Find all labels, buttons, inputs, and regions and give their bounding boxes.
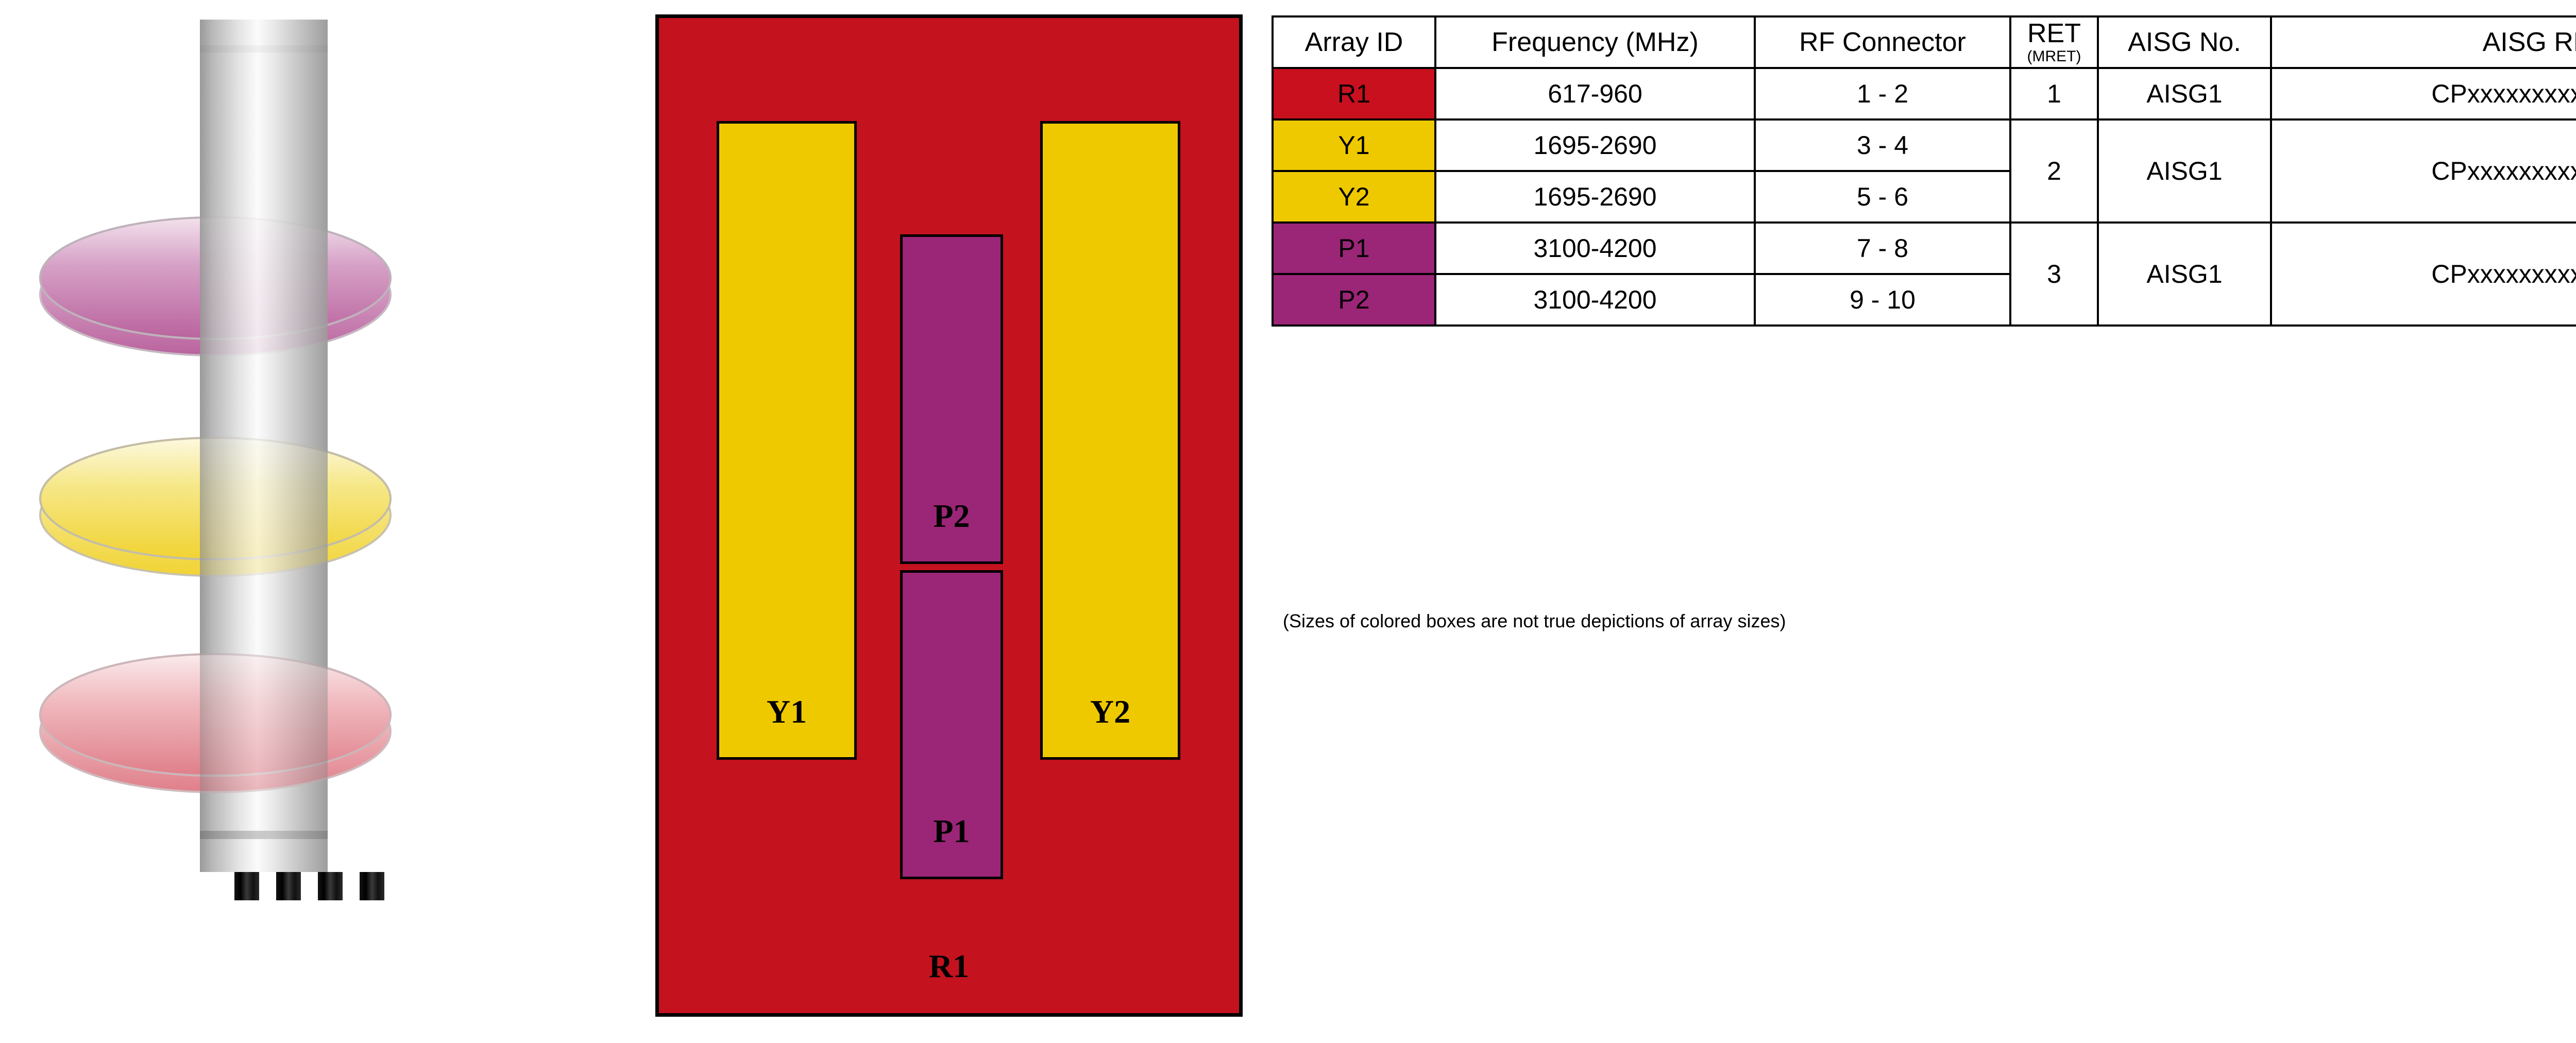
cell-frequency-r1: 617-960 (1434, 67, 1756, 121)
cell-rf-connector-y1: 3 - 4 (1754, 118, 2011, 172)
antenna-connectors (234, 872, 384, 900)
array-box-y2: Y2 (1040, 121, 1180, 760)
table-row: P2 3100-4200 9 - 10 (1272, 273, 2576, 327)
col-header-frequency: Frequency (MHz) (1434, 15, 1756, 69)
col-header-ret-sub: (MRET) (2027, 47, 2081, 65)
cell-aisg-no-2: AISG1 (2097, 118, 2272, 224)
cell-array-id-p2: P2 (1272, 273, 1436, 327)
cell-ret-1: 1 (2009, 67, 2099, 121)
array-box-y1: Y1 (717, 121, 857, 760)
col-header-aisg-no: AISG No. (2097, 15, 2272, 69)
array-box-p2: P2 (900, 234, 1003, 564)
array-box-p1: P1 (900, 570, 1003, 879)
array-spec-table-container: Array ID Frequency (MHz) RF Connector RE… (1272, 15, 2576, 327)
cell-rf-connector-r1: 1 - 2 (1754, 67, 2011, 121)
cell-frequency-y2: 1695-2690 (1434, 170, 1756, 224)
cell-aisg-no-3: AISG1 (2097, 221, 2272, 327)
table-row: Y1 1695-2690 3 - 4 2 AISG1 CPxxxxxxxxxxx… (1272, 118, 2576, 224)
cell-frequency-p1: 3100-4200 (1434, 221, 1756, 275)
array-box-y2-label: Y2 (1090, 693, 1131, 730)
cell-array-id-r1: R1 (1272, 67, 1436, 121)
array-spec-table: Array ID Frequency (MHz) RF Connector RE… (1272, 15, 2576, 327)
array-base-label-r1: R1 (928, 948, 970, 984)
table-row: Y2 1695-2690 5 - 6 (1272, 170, 2576, 224)
cell-rf-connector-p1: 7 - 8 (1754, 221, 2011, 275)
cell-frequency-p2: 3100-4200 (1434, 273, 1756, 327)
cell-array-id-y1: Y1 (1272, 118, 1436, 172)
array-layout-diagram: Y1 Y2 P2 P1 R1 (655, 14, 1243, 1017)
antenna-illustration (0, 0, 608, 1040)
cell-ret-3: 3 (2009, 221, 2099, 327)
array-box-p1-label: P1 (933, 813, 970, 849)
antenna-illustration-svg (39, 20, 392, 900)
array-box-p2-label: P2 (933, 498, 970, 534)
cell-aisg-ret-uid-3: CPxxxxxxxxxxxxxxMM.3 (2270, 221, 2576, 327)
table-row: R1 617-960 1 - 2 1 AISG1 CPxxxxxxxxxxxxx… (1272, 67, 2576, 121)
cell-rf-connector-y2: 5 - 6 (1754, 170, 2011, 224)
antenna-tube-front-overlay-3 (200, 20, 328, 872)
col-header-ret-main: RET (2027, 19, 2081, 49)
col-header-ret: RET (MRET) (2009, 15, 2099, 69)
table-row: P1 3100-4200 7 - 8 3 AISG1 CPxxxxxxxxxxx… (1272, 221, 2576, 327)
cell-array-id-p1: P1 (1272, 221, 1436, 275)
col-header-array-id: Array ID (1272, 15, 1436, 69)
array-box-y1-label: Y1 (766, 693, 807, 730)
cell-aisg-ret-uid-2: CPxxxxxxxxxxxxxxMM.2 (2270, 118, 2576, 224)
col-header-aisg-ret-uid: AISG RET UID (2270, 15, 2576, 69)
cell-aisg-ret-uid-1: CPxxxxxxxxxxxxxxMM.1 (2270, 67, 2576, 121)
table-footnote: (Sizes of colored boxes are not true dep… (1283, 610, 1786, 631)
cell-frequency-y1: 1695-2690 (1434, 118, 1756, 172)
cell-aisg-no-1: AISG1 (2097, 67, 2272, 121)
table-header-row: Array ID Frequency (MHz) RF Connector RE… (1272, 15, 2576, 69)
col-header-rf-connector: RF Connector (1754, 15, 2011, 69)
cell-array-id-y2: Y2 (1272, 170, 1436, 224)
cell-rf-connector-p2: 9 - 10 (1754, 273, 2011, 327)
cell-ret-2: 2 (2009, 118, 2099, 224)
